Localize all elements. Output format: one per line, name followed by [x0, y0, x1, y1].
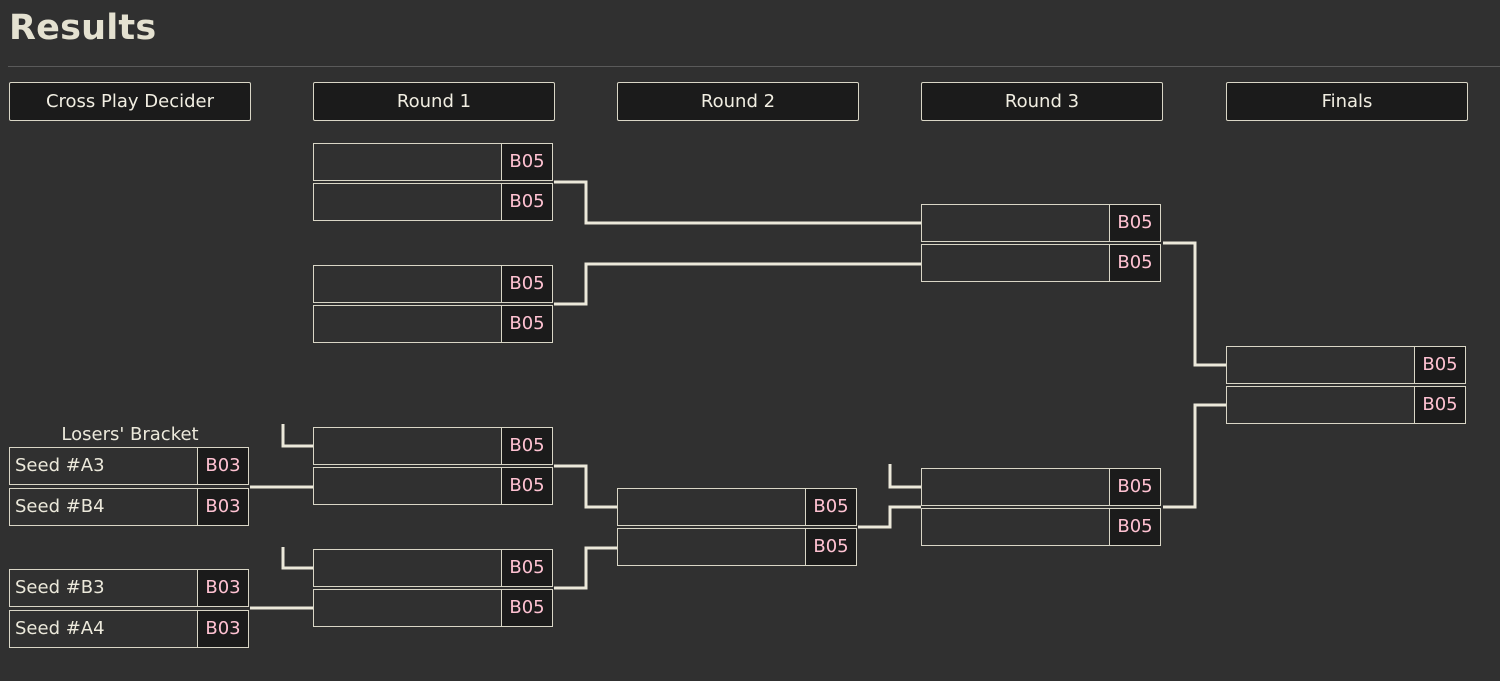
match-format: B03 [197, 448, 248, 484]
match-slot[interactable]: Seed #A3 B03 [9, 447, 249, 485]
match-format: B05 [501, 550, 552, 586]
match-format: B05 [1109, 509, 1160, 545]
match-format: B05 [805, 529, 856, 565]
match-format: B05 [501, 144, 552, 180]
connector-r1m3-to-r2 [554, 464, 617, 509]
connector-r3m2-to-finals [1163, 403, 1226, 509]
match-slot[interactable]: B05 [313, 305, 553, 343]
match-slot[interactable]: B05 [313, 427, 553, 465]
match-format: B05 [1414, 387, 1465, 423]
match-format: B05 [501, 590, 552, 626]
column-header-round-3: Round 3 [921, 82, 1163, 121]
match-format: B05 [1109, 245, 1160, 281]
match-format: B03 [197, 489, 248, 525]
column-header-cross-play: Cross Play Decider [9, 82, 251, 121]
match-slot[interactable]: B05 [313, 589, 553, 627]
page-title: Results [9, 8, 157, 48]
column-header-round-1: Round 1 [313, 82, 555, 121]
connector-r1m2-to-r3m1 [554, 262, 921, 306]
match-slot[interactable]: B05 [1226, 386, 1466, 424]
match-slot[interactable]: Seed #A4 B03 [9, 610, 249, 648]
match-slot[interactable]: B05 [921, 468, 1161, 506]
match-slot[interactable]: Seed #B3 B03 [9, 569, 249, 607]
match-slot[interactable]: B05 [313, 143, 553, 181]
connector-r1m1-to-r3m1 [554, 180, 921, 225]
team-name: Seed #A3 [15, 455, 105, 476]
match-format: B05 [1414, 347, 1465, 383]
connector-r3m1-to-finals [1163, 241, 1226, 367]
match-slot[interactable]: B05 [313, 467, 553, 505]
team-name: Seed #A4 [15, 618, 105, 639]
match-slot[interactable]: B05 [617, 528, 857, 566]
column-header-finals: Finals [1226, 82, 1468, 121]
column-header-round-2: Round 2 [617, 82, 859, 121]
match-format: B03 [197, 570, 248, 606]
match-slot[interactable]: B05 [921, 508, 1161, 546]
match-slot[interactable]: B05 [921, 204, 1161, 242]
match-format: B05 [501, 306, 552, 342]
match-slot[interactable]: B05 [1226, 346, 1466, 384]
match-slot[interactable]: B05 [313, 549, 553, 587]
match-format: B05 [1109, 205, 1160, 241]
match-format: B05 [501, 428, 552, 464]
team-name: Seed #B4 [15, 496, 105, 517]
match-format: B03 [197, 611, 248, 647]
match-format: B05 [805, 489, 856, 525]
match-slot[interactable]: B05 [313, 265, 553, 303]
match-format: B05 [501, 266, 552, 302]
stub-r1m3 [281, 424, 313, 448]
match-slot[interactable]: B05 [921, 244, 1161, 282]
losers-bracket-label: Losers' Bracket [61, 424, 199, 445]
match-format: B05 [501, 184, 552, 220]
connector-r1m4-to-r2 [554, 546, 617, 590]
match-slot[interactable]: B05 [313, 183, 553, 221]
match-slot[interactable]: B05 [617, 488, 857, 526]
connector-r2-to-r3m2 [858, 505, 921, 529]
match-slot[interactable]: Seed #B4 B03 [9, 488, 249, 526]
match-format: B05 [1109, 469, 1160, 505]
stub-r1m4 [281, 547, 313, 570]
match-format: B05 [501, 468, 552, 504]
team-name: Seed #B3 [15, 577, 105, 598]
stub-r3m2 [888, 464, 921, 489]
title-divider [8, 66, 1500, 67]
